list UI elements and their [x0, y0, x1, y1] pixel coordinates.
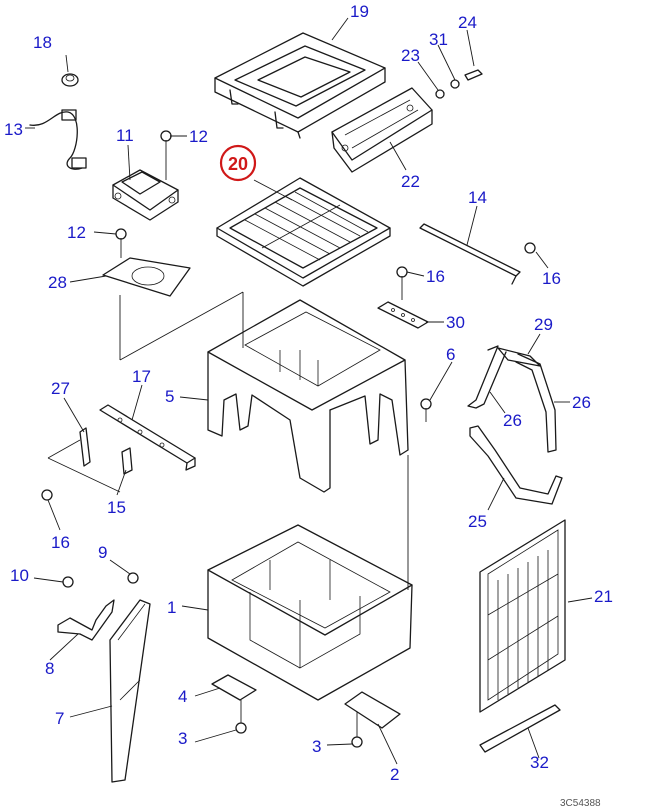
callout-23: 23 [401, 46, 420, 65]
callout-28: 28 [48, 273, 67, 292]
callout-16-c: 16 [51, 533, 70, 552]
callout-labels: 19 24 18 31 23 13 11 12 22 14 12 16 16 2… [4, 2, 613, 784]
part-11-actuator [112, 169, 179, 221]
callout-17: 17 [132, 367, 151, 386]
callout-5: 5 [165, 387, 174, 406]
part-30-plate [377, 301, 429, 329]
part-19-top-frame [214, 32, 386, 139]
part-28-gasket [102, 257, 191, 297]
callout-24: 24 [458, 13, 477, 32]
part-26-strap [467, 345, 557, 453]
callout-13: 13 [4, 120, 23, 139]
callout-26-a: 26 [503, 411, 522, 430]
callout-3-b: 3 [312, 737, 321, 756]
part-21-filter-frame [479, 519, 566, 713]
callout-15: 15 [107, 498, 126, 517]
part-7-panel [109, 599, 151, 783]
callout-12-mid: 12 [67, 223, 86, 242]
part-13-harness [29, 109, 87, 170]
callout-11: 11 [116, 126, 134, 145]
callout-16-a: 16 [426, 267, 445, 286]
part-1-lower-housing [207, 455, 413, 701]
part-2-plate [344, 691, 401, 737]
part-4-plate [211, 674, 257, 723]
callout-21: 21 [594, 587, 613, 606]
callout-3-a: 3 [178, 729, 187, 748]
part-18-grommet [61, 73, 79, 87]
callout-25: 25 [468, 512, 487, 531]
part-14-strip [419, 223, 521, 285]
fasteners [41, 69, 536, 748]
part-8-clip [57, 599, 115, 641]
callout-16-b: 16 [542, 269, 561, 288]
leader-lines [25, 17, 593, 765]
highlight-ring [219, 144, 257, 182]
part-20-filter [216, 177, 391, 287]
callout-31: 31 [429, 30, 448, 49]
callout-6: 6 [446, 345, 455, 364]
callout-14: 14 [468, 188, 487, 207]
callout-2: 2 [390, 765, 399, 784]
callout-8: 8 [45, 659, 54, 678]
callout-20: 20 [228, 154, 248, 174]
highlighted-callout-20: 20 [219, 144, 257, 182]
part-32-strip [479, 704, 561, 753]
callout-10: 10 [10, 566, 29, 585]
part-22-bracket [331, 87, 433, 173]
part-5-upper-housing [119, 291, 409, 493]
callout-4: 4 [178, 687, 187, 706]
callout-29: 29 [534, 315, 553, 334]
callout-7: 7 [55, 709, 64, 728]
callout-27: 27 [51, 379, 70, 398]
callout-32: 32 [530, 753, 549, 772]
part-25-strap [469, 425, 563, 505]
callout-18: 18 [33, 33, 52, 52]
callout-1: 1 [167, 598, 176, 617]
callout-12-top: 12 [189, 127, 208, 146]
callout-9: 9 [98, 543, 107, 562]
callout-30: 30 [446, 313, 465, 332]
callout-26-b: 26 [572, 393, 591, 412]
callout-22: 22 [401, 172, 420, 191]
diagram-code: 3C54388 [560, 798, 601, 807]
callout-19: 19 [350, 2, 369, 21]
part-17-bracket [47, 404, 196, 493]
